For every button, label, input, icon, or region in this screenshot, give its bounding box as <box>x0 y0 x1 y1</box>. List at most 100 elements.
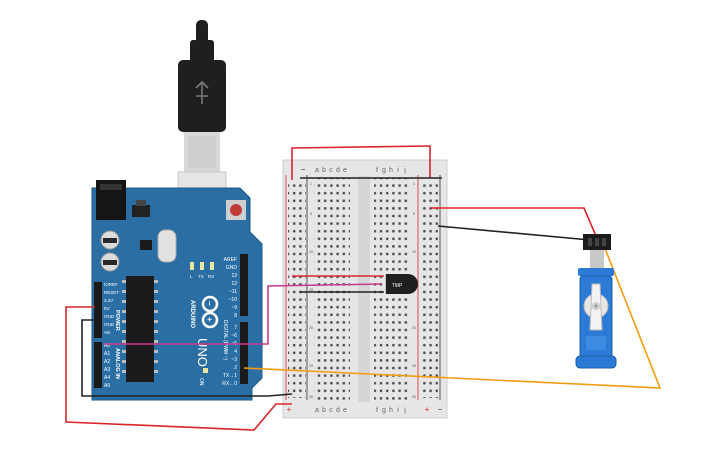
svg-text:5: 5 <box>310 212 312 216</box>
rail-signs: + − + − <box>287 165 443 414</box>
analog-header-label: ANALOG IN <box>114 348 120 379</box>
col-d-top: d <box>336 167 340 174</box>
pin-3: ~3 <box>231 357 237 363</box>
col-c-bottom: c <box>329 407 333 414</box>
pin-2: 2 <box>234 365 237 371</box>
svg-text:30: 30 <box>309 395 313 399</box>
analog-header-strip <box>94 342 102 388</box>
col-e-bottom: e <box>343 407 347 414</box>
power-header-label: POWER <box>114 310 120 331</box>
pin-gnd-2: GND <box>104 322 115 327</box>
digital-header-bottom <box>240 322 248 384</box>
svg-text:10: 10 <box>309 250 313 254</box>
arduino-model-label: UNO <box>195 338 210 367</box>
col-e-top: e <box>343 167 347 174</box>
pin-vin: Vin <box>104 330 111 335</box>
power-header-strip <box>94 282 102 338</box>
svg-text:5: 5 <box>413 212 415 216</box>
col-f-top: f <box>376 167 378 174</box>
col-letters-top: a b c d e f g h i j <box>315 167 406 174</box>
temperature-sensor-icon[interactable]: TMP <box>385 274 418 294</box>
svg-text:15: 15 <box>309 288 313 292</box>
svg-text:25: 25 <box>309 364 313 368</box>
pin-rx0: RX←0 <box>222 381 237 387</box>
rail-left-plus: + <box>287 405 292 414</box>
pin-aref: AREF <box>224 257 237 263</box>
power-pin-labels: IOREF RESET 3.3V 5V GND GND Vin <box>104 282 119 335</box>
pin-7: 7 <box>234 325 237 331</box>
wire-servo-signal-orange[interactable] <box>243 245 662 389</box>
pin-6: ~6 <box>231 333 237 339</box>
col-c-top: c <box>329 167 333 174</box>
digital-pin-labels-top: AREF GND 13 12 ~11 ~10 ~9 8 <box>224 257 238 319</box>
wire-5v-red[interactable] <box>65 306 292 431</box>
pin-a2: A2 <box>104 359 110 365</box>
on-led-label: ON <box>198 378 204 386</box>
wire-gnd-black[interactable] <box>81 319 293 397</box>
pin-13: 13 <box>231 273 237 279</box>
svg-text:30: 30 <box>412 395 416 399</box>
col-g-top: g <box>382 167 386 174</box>
pin-11: ~11 <box>229 289 237 295</box>
col-f-bottom: f <box>376 407 378 414</box>
pin-12: 12 <box>231 281 237 287</box>
sensor-label: TMP <box>392 283 403 289</box>
svg-text:−: − <box>205 301 214 306</box>
led-l-label: L <box>190 274 193 279</box>
col-g-bottom: g <box>382 407 386 414</box>
col-b-bottom: b <box>322 407 326 414</box>
pin-4: 4 <box>234 349 237 355</box>
rail-right-minus: − <box>438 405 443 414</box>
col-i-bottom: i <box>397 407 399 414</box>
rail-left-minus: − <box>301 165 306 174</box>
led-labels: L TX RX <box>190 274 214 279</box>
col-a-bottom: a <box>315 407 319 414</box>
pin-a0: A0 <box>104 343 110 349</box>
col-h-top: h <box>389 167 393 174</box>
col-j-bottom: j <box>403 407 406 414</box>
pin-10: ~10 <box>229 297 238 303</box>
pin-a5: A5 <box>104 383 110 389</box>
wire-analog-magenta[interactable] <box>104 283 383 345</box>
svg-text:10: 10 <box>412 250 416 254</box>
svg-text:25: 25 <box>412 364 416 368</box>
pin-8: 8 <box>234 313 237 319</box>
col-letters-bottom: a b c d e f g h i j <box>315 407 406 414</box>
pin-a4: A4 <box>104 375 110 381</box>
arduino-brand-label: ARDUINO <box>189 300 195 328</box>
pin-gnd-top: GND <box>226 265 238 271</box>
col-b-top: b <box>322 167 326 174</box>
pin-a1: A1 <box>104 351 110 357</box>
wire-servo-gnd-black[interactable] <box>437 225 591 241</box>
wire-rail-bridge-red[interactable] <box>291 145 431 180</box>
arduino-uno-board[interactable] <box>91 180 263 401</box>
svg-text:20: 20 <box>309 326 313 330</box>
pin-gnd-1: GND <box>104 314 115 319</box>
digital-header-label: DIGITAL (PWM ~) <box>222 320 228 360</box>
servo-motor-icon[interactable] <box>575 234 617 369</box>
pin-tx1: TX→1 <box>223 373 237 379</box>
pin-ioref: IOREF <box>104 282 118 287</box>
svg-text:1: 1 <box>310 182 312 186</box>
led-rx-label: RX <box>208 274 214 279</box>
col-j-top: j <box>403 167 406 174</box>
pin-5v: 5V <box>104 306 110 311</box>
arduino-infinity-logo-icon: − + <box>201 295 219 329</box>
pin-a3: A3 <box>104 367 110 373</box>
analog-pin-labels: A0 A1 A2 A3 A4 A5 <box>104 343 110 389</box>
pin-reset: RESET <box>104 290 119 295</box>
col-a-top: a <box>315 167 319 174</box>
digital-header-top <box>240 254 248 316</box>
atmega-chip <box>126 276 154 382</box>
pin-9: ~9 <box>231 305 237 311</box>
svg-text:20: 20 <box>412 326 416 330</box>
wire-servo-power-red[interactable] <box>430 207 597 237</box>
pin-3v3: 3.3V <box>104 298 113 303</box>
svg-text:1: 1 <box>413 182 415 186</box>
led-tx-label: TX <box>198 274 204 279</box>
svg-text:+: + <box>205 317 214 322</box>
col-d-bottom: d <box>336 407 340 414</box>
col-h-bottom: h <box>389 407 393 414</box>
